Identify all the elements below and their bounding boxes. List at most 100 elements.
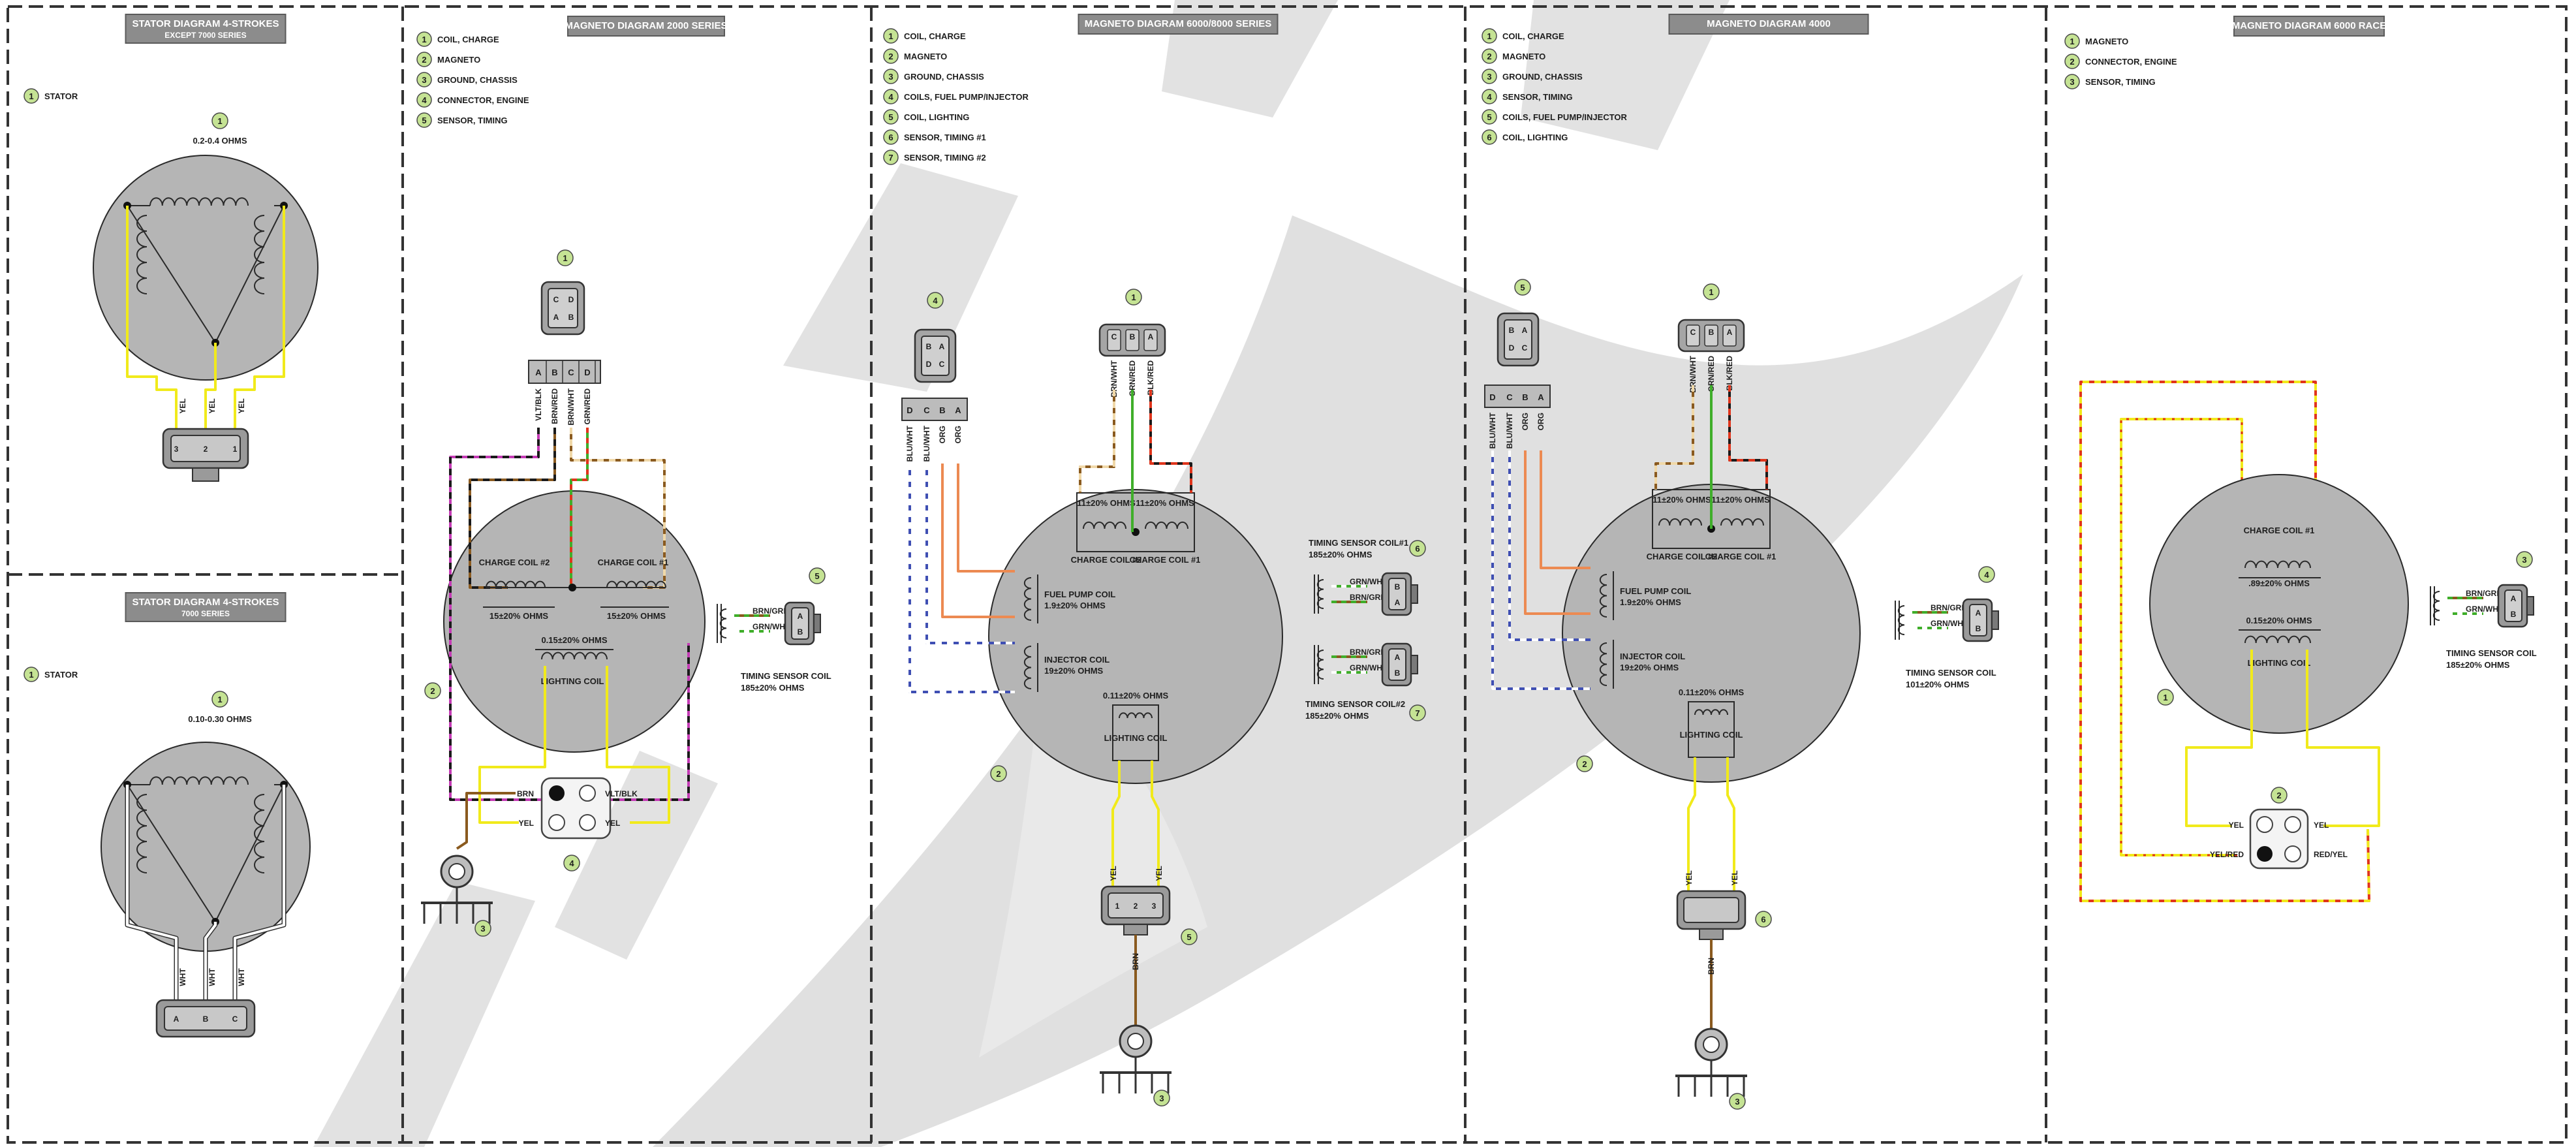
sensor1-ohm: 185±20% OHMS (1309, 550, 1373, 559)
wire-label: YEL (237, 398, 246, 413)
plug-pin: C (1690, 328, 1696, 337)
callout-number: 5 (815, 571, 819, 581)
wire-label: YEL (1155, 866, 1164, 881)
wire-label: BLK/RED (1146, 360, 1155, 396)
callout-number: 1 (29, 670, 33, 680)
charge-coil-1-ohm: 11±20% OHMS (1711, 495, 1770, 505)
connector-pin: A (174, 1014, 179, 1024)
callout-number: 5 (888, 112, 893, 122)
plug-pin: B (1509, 326, 1515, 335)
charge-coil-1-label: CHARGE COIL #1 (1130, 555, 1201, 565)
wire-wht (204, 922, 217, 1000)
sensor-coil (2432, 591, 2440, 621)
sensor-coil (1316, 650, 1324, 680)
ohm-left: 15±20% OHMS (489, 611, 549, 621)
wire-brn-wht-tracer (1079, 390, 1115, 493)
callout-badge (1729, 1093, 1746, 1110)
lighting-connector-face (1108, 892, 1164, 919)
watermark-swoosh (653, 215, 2023, 1147)
wire-label: YEL (208, 398, 217, 413)
callout-badge (416, 52, 432, 67)
sensor-pin: A (2511, 594, 2517, 603)
wire-label: YEL (178, 398, 187, 413)
wire-label: GRN/RED (1128, 360, 1137, 397)
sensor-connector-face (791, 607, 809, 640)
lighting-ohm: 0.11±20% OHMS (1679, 687, 1745, 697)
callout-badge (563, 855, 580, 872)
callout-number: 1 (563, 253, 567, 263)
connector-latch (1123, 924, 1148, 935)
sensor-wire-label: GRN/WHT (753, 622, 790, 631)
callout-number: 5 (422, 116, 426, 125)
plug-socket (1686, 324, 1700, 347)
engine-wire-label: YEL (605, 819, 620, 828)
callout-badge (2157, 689, 2174, 706)
sensor-pin: A (1395, 598, 1401, 607)
sensor-latch (1991, 610, 1999, 630)
wire-org (1540, 450, 1591, 569)
panel-title: STATOR DIAGRAM 4-STROKES (132, 18, 279, 29)
sensor-ohm: 185±20% OHMS (2446, 660, 2510, 670)
callout-badge (2064, 54, 2080, 69)
wire-label: VLT/BLK (534, 388, 543, 421)
lighting-coil-winding (2244, 635, 2311, 644)
panel-title-box (1668, 14, 1869, 35)
watermark-letters (783, 0, 1730, 392)
callout-number: 1 (2070, 37, 2074, 46)
connector-face (170, 435, 241, 462)
panel-title-box (125, 592, 287, 622)
callout-number: 2 (996, 769, 1001, 779)
wire-blk-red-tracer (1149, 390, 1192, 493)
callout-number: 4 (1984, 570, 1989, 580)
engine-wire-label: YEL (519, 819, 534, 828)
wire-label: BLU/WHT (1505, 412, 1514, 448)
callout-number: 5 (1187, 932, 1191, 942)
legend-item-label: COIL, CHARGE (437, 35, 499, 44)
callout-number: 2 (2070, 57, 2074, 67)
connector-row (901, 398, 968, 421)
plug-pin: B (1709, 328, 1715, 337)
legend-item-label: MAGNETO (437, 55, 480, 65)
connector-row (1484, 385, 1551, 408)
plug-pin: C (1522, 343, 1528, 353)
wire-label: GRN/RED (583, 388, 592, 425)
callout-badge (1409, 540, 1426, 557)
sensor-wire-label: BRN/GRN (753, 606, 789, 616)
lighting-coil-winding (541, 652, 608, 660)
connector-row-pin: B (1522, 392, 1528, 402)
wire-yel (1111, 761, 1121, 887)
panel-title-box (567, 16, 725, 37)
engine-wire-label: RED/YEL (2314, 850, 2348, 859)
fuel-pump-ohm: 1.9±20% OHMS (1044, 601, 1106, 610)
sensor-wire-label: GRN/WHT (1350, 663, 1388, 672)
callout-badge (416, 92, 432, 108)
callout-badge (1978, 566, 1995, 583)
callout-badge (23, 667, 39, 682)
wire-yel (2185, 650, 2253, 827)
lighting-coil-winding (1694, 709, 1728, 715)
plug-pin: B (1130, 332, 1136, 341)
sensor-latch (1410, 655, 1418, 674)
wire-label: WHT (237, 968, 246, 986)
connector-row-pin: C (1506, 392, 1513, 402)
legend-item-label: COIL, CHARGE (904, 31, 966, 41)
callout-badge (883, 109, 899, 125)
connector-row-pin: C (568, 368, 574, 377)
wire-brn-wht (1079, 390, 1115, 493)
sensor-latch (813, 614, 821, 633)
callout-number: 2 (430, 686, 435, 696)
callout-number: 1 (29, 91, 33, 101)
panel-title: STATOR DIAGRAM 4-STROKES (132, 597, 279, 608)
legend-item-label: COIL, LIGHTING (904, 112, 969, 122)
wire-yel-red (2120, 418, 2243, 856)
plug-socket (1125, 329, 1140, 351)
wire-blu-wht-tracer (908, 464, 1015, 693)
sensor-wire-label: GRN/WHT (1350, 577, 1388, 586)
wire-brn-ground (456, 792, 516, 850)
wire-label: BRN/WHT (1110, 360, 1119, 397)
callout-number: 1 (888, 31, 893, 41)
wire-wht (126, 785, 178, 1000)
sensor-coil (719, 608, 727, 638)
